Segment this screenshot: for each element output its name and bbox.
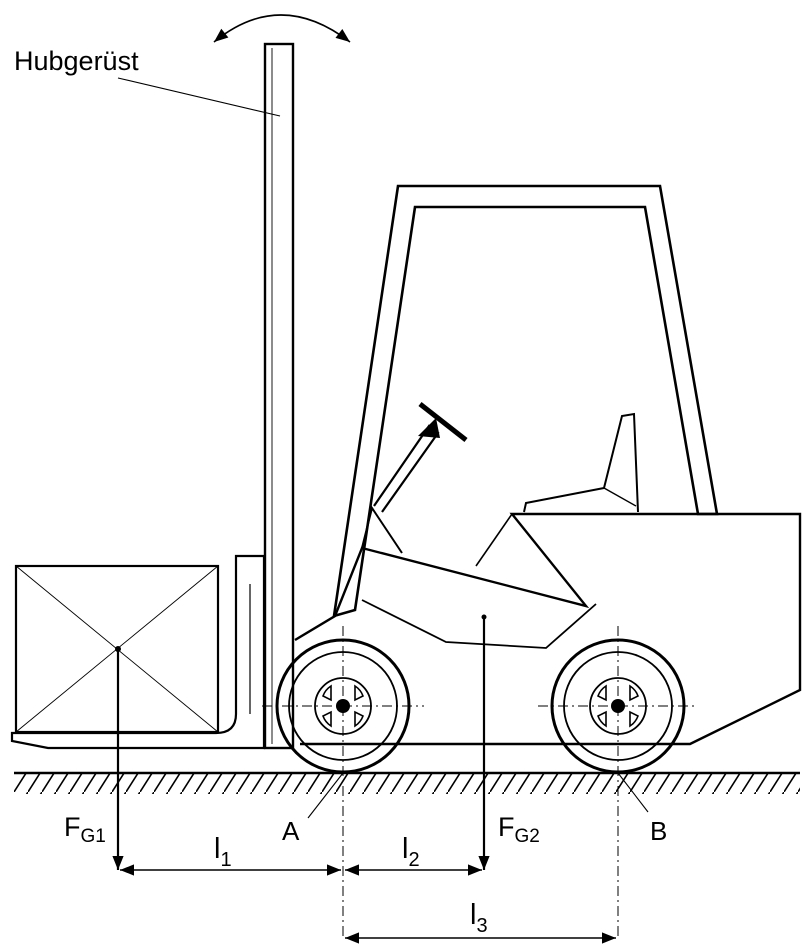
point-b-leader (617, 772, 649, 813)
force-fg1-label: FG1 (64, 812, 106, 847)
roll-cage (332, 184, 719, 618)
force-fg1-sub: G1 (81, 826, 106, 847)
dimension-l2-main: l (402, 833, 408, 865)
point-b-label: B (650, 816, 667, 846)
ground (14, 771, 800, 794)
dimension-l1-label: l1 (214, 833, 232, 871)
steering-wheel (373, 402, 468, 513)
mast-label-leader (117, 77, 281, 117)
dimension-l3-label: l3 (470, 899, 488, 937)
truck-body (294, 505, 802, 746)
mast-label: Hubgerüst (14, 46, 139, 76)
force-fg2-main: F (498, 812, 515, 842)
force-fg2-sub: G2 (515, 826, 540, 847)
dimension-l1-main: l (214, 833, 220, 865)
mast (263, 42, 295, 750)
dimension-l2-sub: 2 (408, 849, 419, 871)
dimension-l3-sub: 3 (476, 915, 487, 937)
seat (523, 412, 639, 513)
fork (10, 554, 266, 750)
dimension-l2-label: l2 (402, 833, 420, 871)
dimension-l1-sub: 1 (220, 849, 231, 871)
point-a-label: A (282, 816, 300, 846)
force-fg1-main: F (64, 812, 81, 842)
tilt-arrow (213, 14, 351, 43)
dimension-l3-main: l (470, 899, 476, 931)
center-lines (262, 626, 698, 940)
point-a-leader (307, 772, 344, 819)
force-fg2-label: FG2 (498, 812, 540, 847)
